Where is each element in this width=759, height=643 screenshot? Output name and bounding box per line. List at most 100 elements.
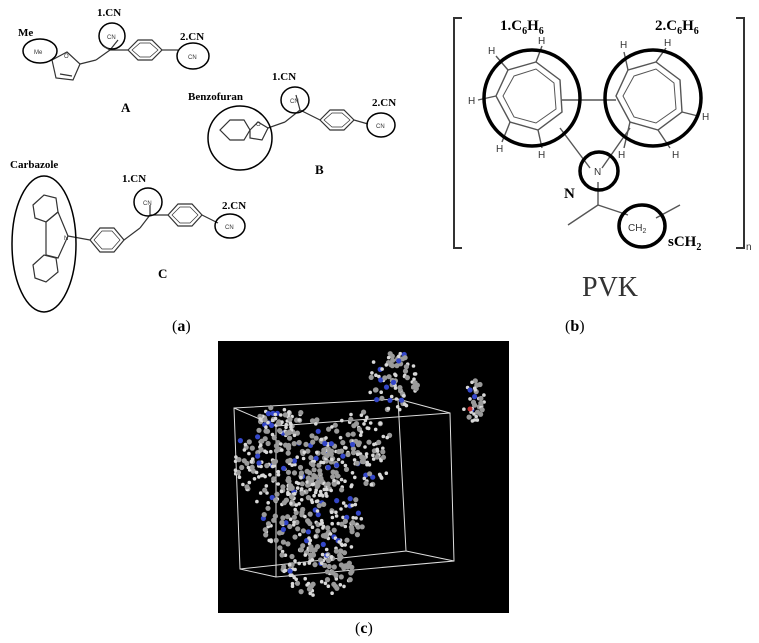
label-cn1-b: 1.CN: [272, 71, 296, 83]
atom: [321, 524, 326, 529]
atom: [280, 515, 286, 521]
atom: [334, 462, 340, 468]
atom: [273, 497, 279, 503]
atom: [359, 430, 364, 434]
label-cn2-b: 2.CN: [372, 97, 396, 109]
h-9: H: [672, 150, 679, 161]
atom: [290, 463, 294, 467]
atom: [247, 480, 252, 485]
atom: [350, 520, 356, 526]
atom: [474, 414, 479, 419]
atom-cn1-a: CN: [107, 35, 116, 41]
atom: [325, 481, 331, 487]
atom: [312, 493, 316, 498]
atom: [291, 441, 297, 447]
atom: [326, 563, 332, 570]
atom: [390, 379, 397, 385]
atom: [477, 381, 483, 388]
atom: [283, 568, 288, 573]
atom: [315, 428, 321, 434]
atom: [314, 488, 318, 492]
atom: [482, 393, 486, 397]
atom: [397, 407, 402, 412]
atom: [341, 550, 348, 556]
atom: [386, 406, 391, 411]
atom: [262, 417, 268, 423]
atom: [349, 412, 353, 417]
atom: [355, 510, 361, 516]
atom: [292, 534, 298, 540]
atom: [279, 489, 284, 494]
atom: [237, 438, 243, 444]
atom: [339, 507, 343, 511]
atom: [338, 583, 343, 587]
atom: [381, 434, 386, 439]
atom: [341, 501, 346, 505]
atom: [325, 464, 331, 471]
atom: [263, 474, 267, 479]
atom: [273, 537, 279, 543]
atom: [350, 471, 355, 475]
atom: [307, 520, 313, 527]
atom: [292, 520, 296, 524]
atom: [328, 441, 334, 447]
atom: [320, 533, 326, 539]
atom: [358, 433, 363, 437]
right-bracket: [736, 17, 745, 249]
atom: [292, 433, 297, 438]
atom: [297, 464, 304, 471]
atom: [239, 464, 245, 471]
n-circle: [578, 150, 620, 192]
atom-cn2-a: CN: [188, 55, 197, 61]
atom: [298, 470, 305, 476]
atom: [265, 440, 271, 447]
atom: [383, 384, 390, 390]
atom: [342, 518, 348, 524]
atom: [297, 418, 301, 422]
atom: [307, 561, 312, 565]
atom: [300, 506, 306, 513]
atom: [263, 428, 269, 434]
atom: [371, 453, 375, 458]
atom: [334, 510, 338, 515]
atom: [466, 414, 472, 420]
atom: [397, 385, 403, 391]
atom: [305, 448, 311, 454]
atom: [334, 498, 340, 504]
atom: [366, 439, 372, 445]
pvk-svg: 1.C6H6 2.C6H6 N sCH2 H H H H H H H H H H…: [453, 17, 752, 303]
caption-c: (c): [355, 620, 373, 637]
atom: [379, 476, 384, 480]
atom: [244, 484, 250, 490]
atom: [265, 505, 271, 511]
pvk-title: PVK: [582, 272, 638, 303]
carbazole-circle: [11, 175, 77, 313]
atom: [293, 462, 297, 467]
atom: [279, 552, 285, 558]
structures-svg: Me 1.CN 2.CN A Benzofuran 1.CN 2.CN B Ca…: [10, 7, 396, 313]
atom: [308, 487, 312, 492]
atom: [402, 394, 406, 398]
atom: [388, 362, 394, 368]
cn1-circle-a: [98, 22, 126, 50]
atom: [312, 562, 318, 568]
atom: [359, 454, 365, 460]
atom: [287, 416, 293, 422]
atom: [303, 553, 308, 557]
atom: [340, 440, 346, 446]
label-a: A: [121, 100, 131, 115]
h-3: H: [468, 96, 475, 107]
atom: [298, 532, 302, 537]
atom: [241, 482, 245, 487]
atom: [374, 397, 380, 403]
atom: [285, 541, 291, 547]
atom: [379, 390, 383, 394]
atom: [338, 448, 345, 454]
atom: [308, 591, 312, 596]
left-bracket: [453, 17, 462, 249]
atom: [329, 488, 333, 493]
atom-oxygen: [467, 406, 473, 412]
atom: [316, 462, 322, 468]
atom: [359, 524, 365, 530]
atom: [273, 448, 280, 454]
